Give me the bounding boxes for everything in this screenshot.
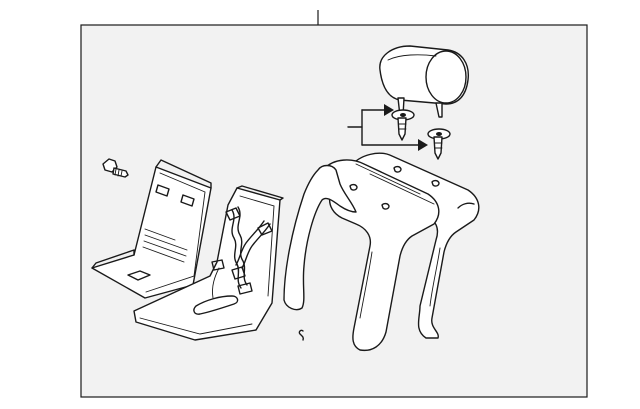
child-seat-anchor-panel[interactable]	[91, 159, 212, 299]
seat-back-frame[interactable]	[133, 185, 284, 341]
clip[interactable]	[298, 329, 304, 341]
headrest-guide[interactable]	[391, 109, 451, 160]
mounting-bolt[interactable]	[102, 158, 129, 178]
seat-back-cover[interactable]	[283, 152, 480, 352]
leader-lines	[347, 104, 428, 151]
